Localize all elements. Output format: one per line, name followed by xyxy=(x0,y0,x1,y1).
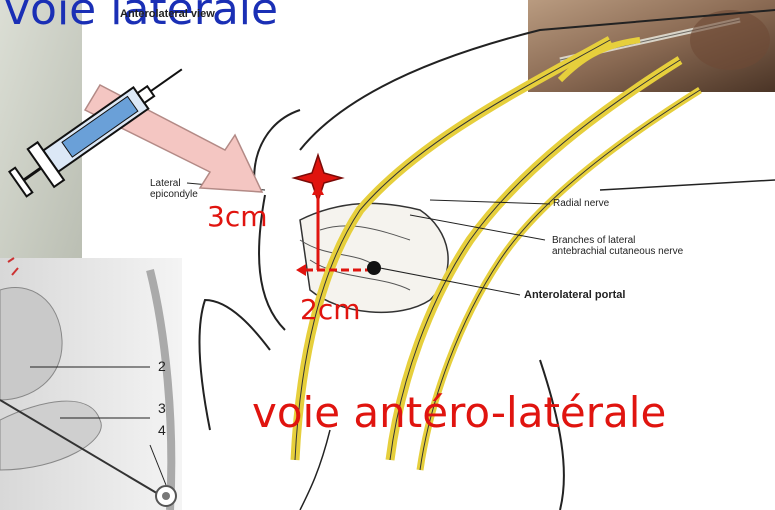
inset-number-4: 4 xyxy=(158,422,166,438)
portal-point xyxy=(367,261,381,275)
label-branches-nerve: Branches of lateral antebrachial cutaneo… xyxy=(552,235,683,257)
vertical-measure-label: 3cm xyxy=(207,200,267,233)
inset-number-3: 3 xyxy=(158,400,166,416)
figure-title: Anterolateral view xyxy=(120,8,215,20)
label-radial-nerve: Radial nerve xyxy=(553,198,609,209)
inset-number-2: 2 xyxy=(158,358,166,374)
horizontal-measure-label: 2cm xyxy=(300,293,360,326)
approach-label: voie antéro-latérale xyxy=(252,388,666,437)
label-lateral-epicondyle: Lateral epicondyle xyxy=(150,178,198,200)
insertion-arrow xyxy=(85,85,262,192)
label-anterolateral-portal: Anterolateral portal xyxy=(524,289,625,301)
